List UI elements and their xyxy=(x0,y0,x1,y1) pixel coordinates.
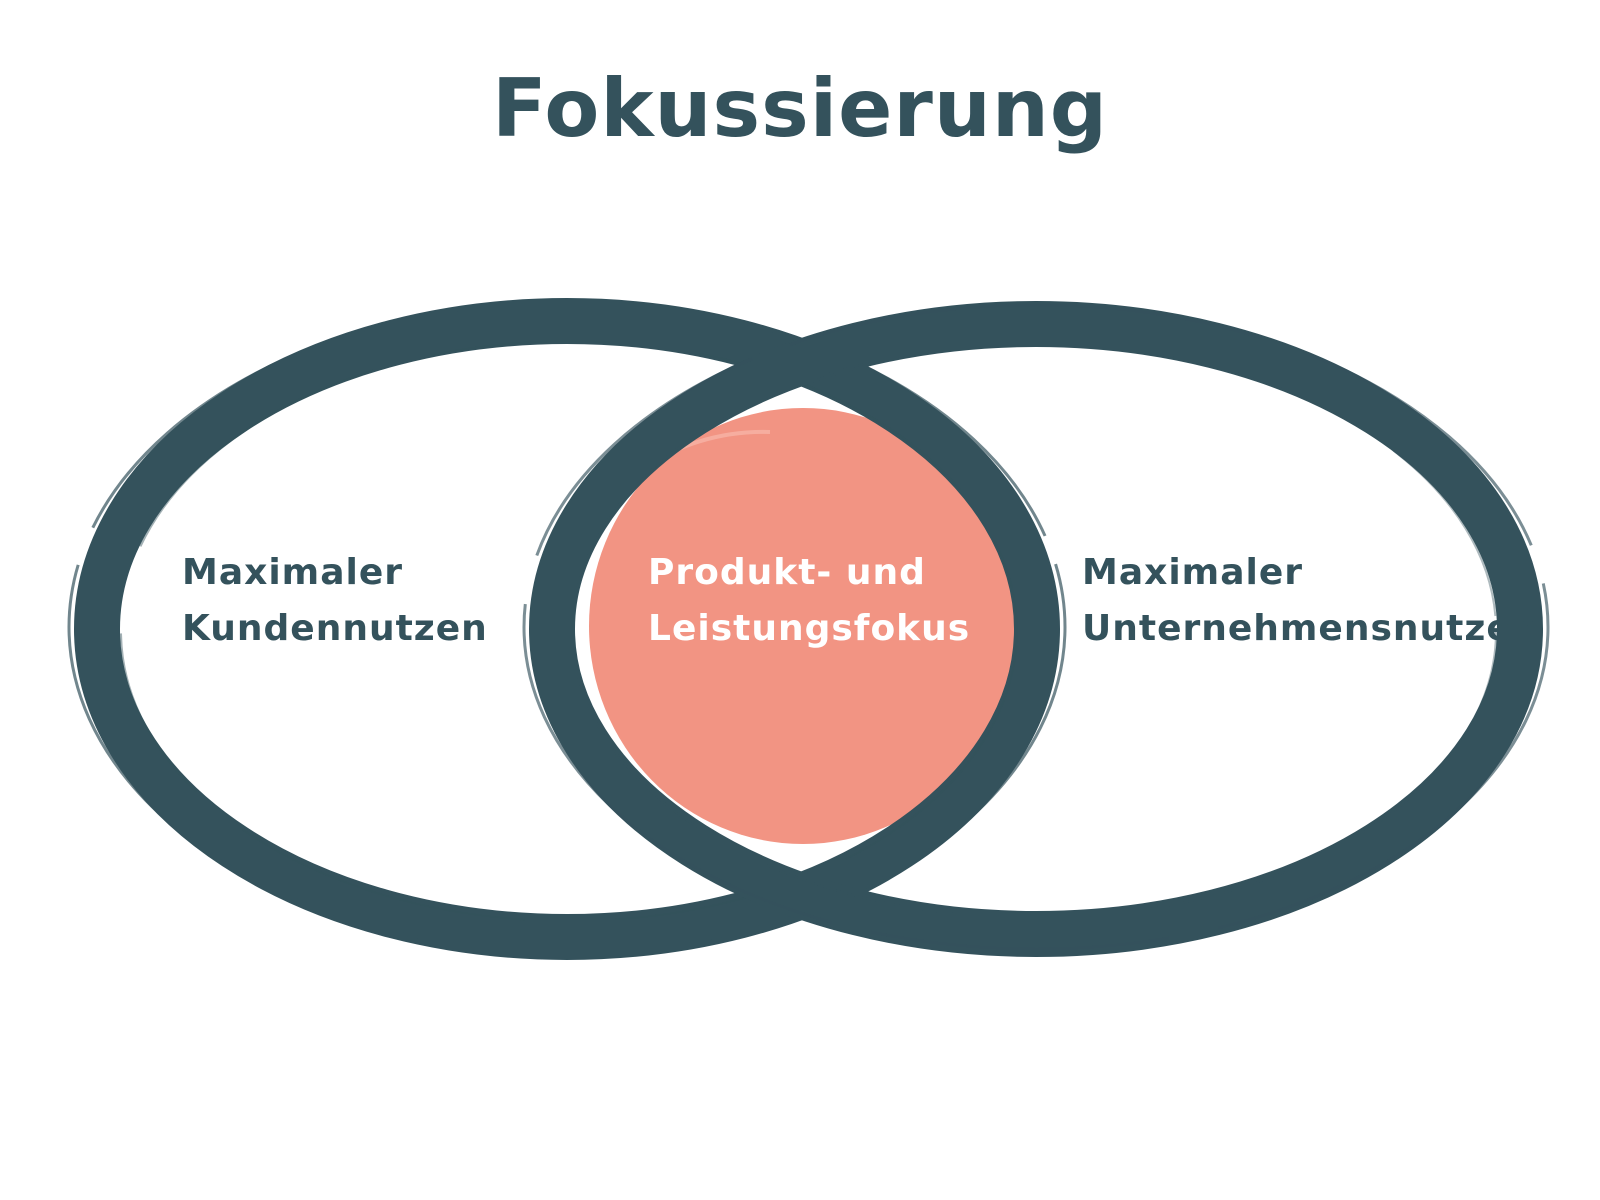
right-ring xyxy=(522,301,1550,957)
right-set-label: Maximaler Unternehmensnutzen xyxy=(1082,545,1538,657)
intersection-label-line2: Leistungsfokus xyxy=(648,608,971,649)
right-ring-echo-inner xyxy=(571,343,1497,919)
right-set-label-line2: Unternehmensnutzen xyxy=(1082,608,1539,649)
left-ring-echo-inner xyxy=(120,340,1018,922)
left-ring xyxy=(67,298,1067,960)
right-ring-stroke xyxy=(529,301,1543,957)
left-ring-stroke xyxy=(74,298,1060,960)
intersection-label: Produkt- und Leistungsfokus xyxy=(648,545,970,657)
left-set-label-line1: Maximaler xyxy=(182,552,403,593)
right-set-label-line1: Maximaler xyxy=(1082,552,1303,593)
left-set-label: Maximaler Kundennutzen xyxy=(182,545,488,657)
diagram-title: Fokussierung xyxy=(491,62,1109,155)
left-ring-echo xyxy=(67,300,1067,954)
right-ring-echo xyxy=(522,303,1550,951)
intersection-blob xyxy=(589,408,1017,844)
left-set-label-line2: Kundennutzen xyxy=(182,608,488,649)
intersection-label-line1: Produkt- und xyxy=(648,552,926,593)
